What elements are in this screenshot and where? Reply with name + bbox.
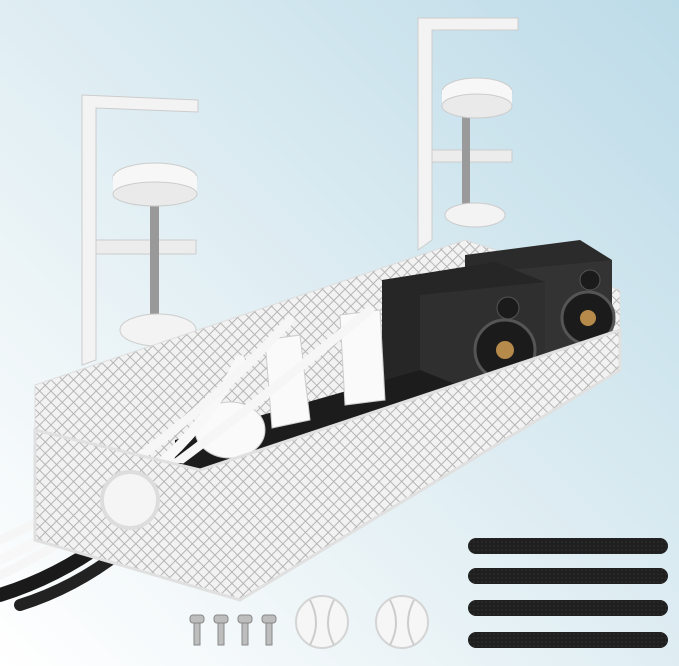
clamp-left (81, 94, 199, 366)
clamp-right (417, 17, 519, 251)
cable-hole (100, 470, 160, 530)
plugs (194, 309, 386, 459)
strap-1 (468, 538, 668, 554)
strap-2 (468, 568, 668, 584)
cable-straps (468, 538, 668, 648)
strap-4 (468, 632, 668, 648)
tray-front-wall (33, 327, 622, 602)
screws (189, 614, 277, 646)
strap-3 (468, 600, 668, 616)
cable-clips (295, 595, 429, 649)
